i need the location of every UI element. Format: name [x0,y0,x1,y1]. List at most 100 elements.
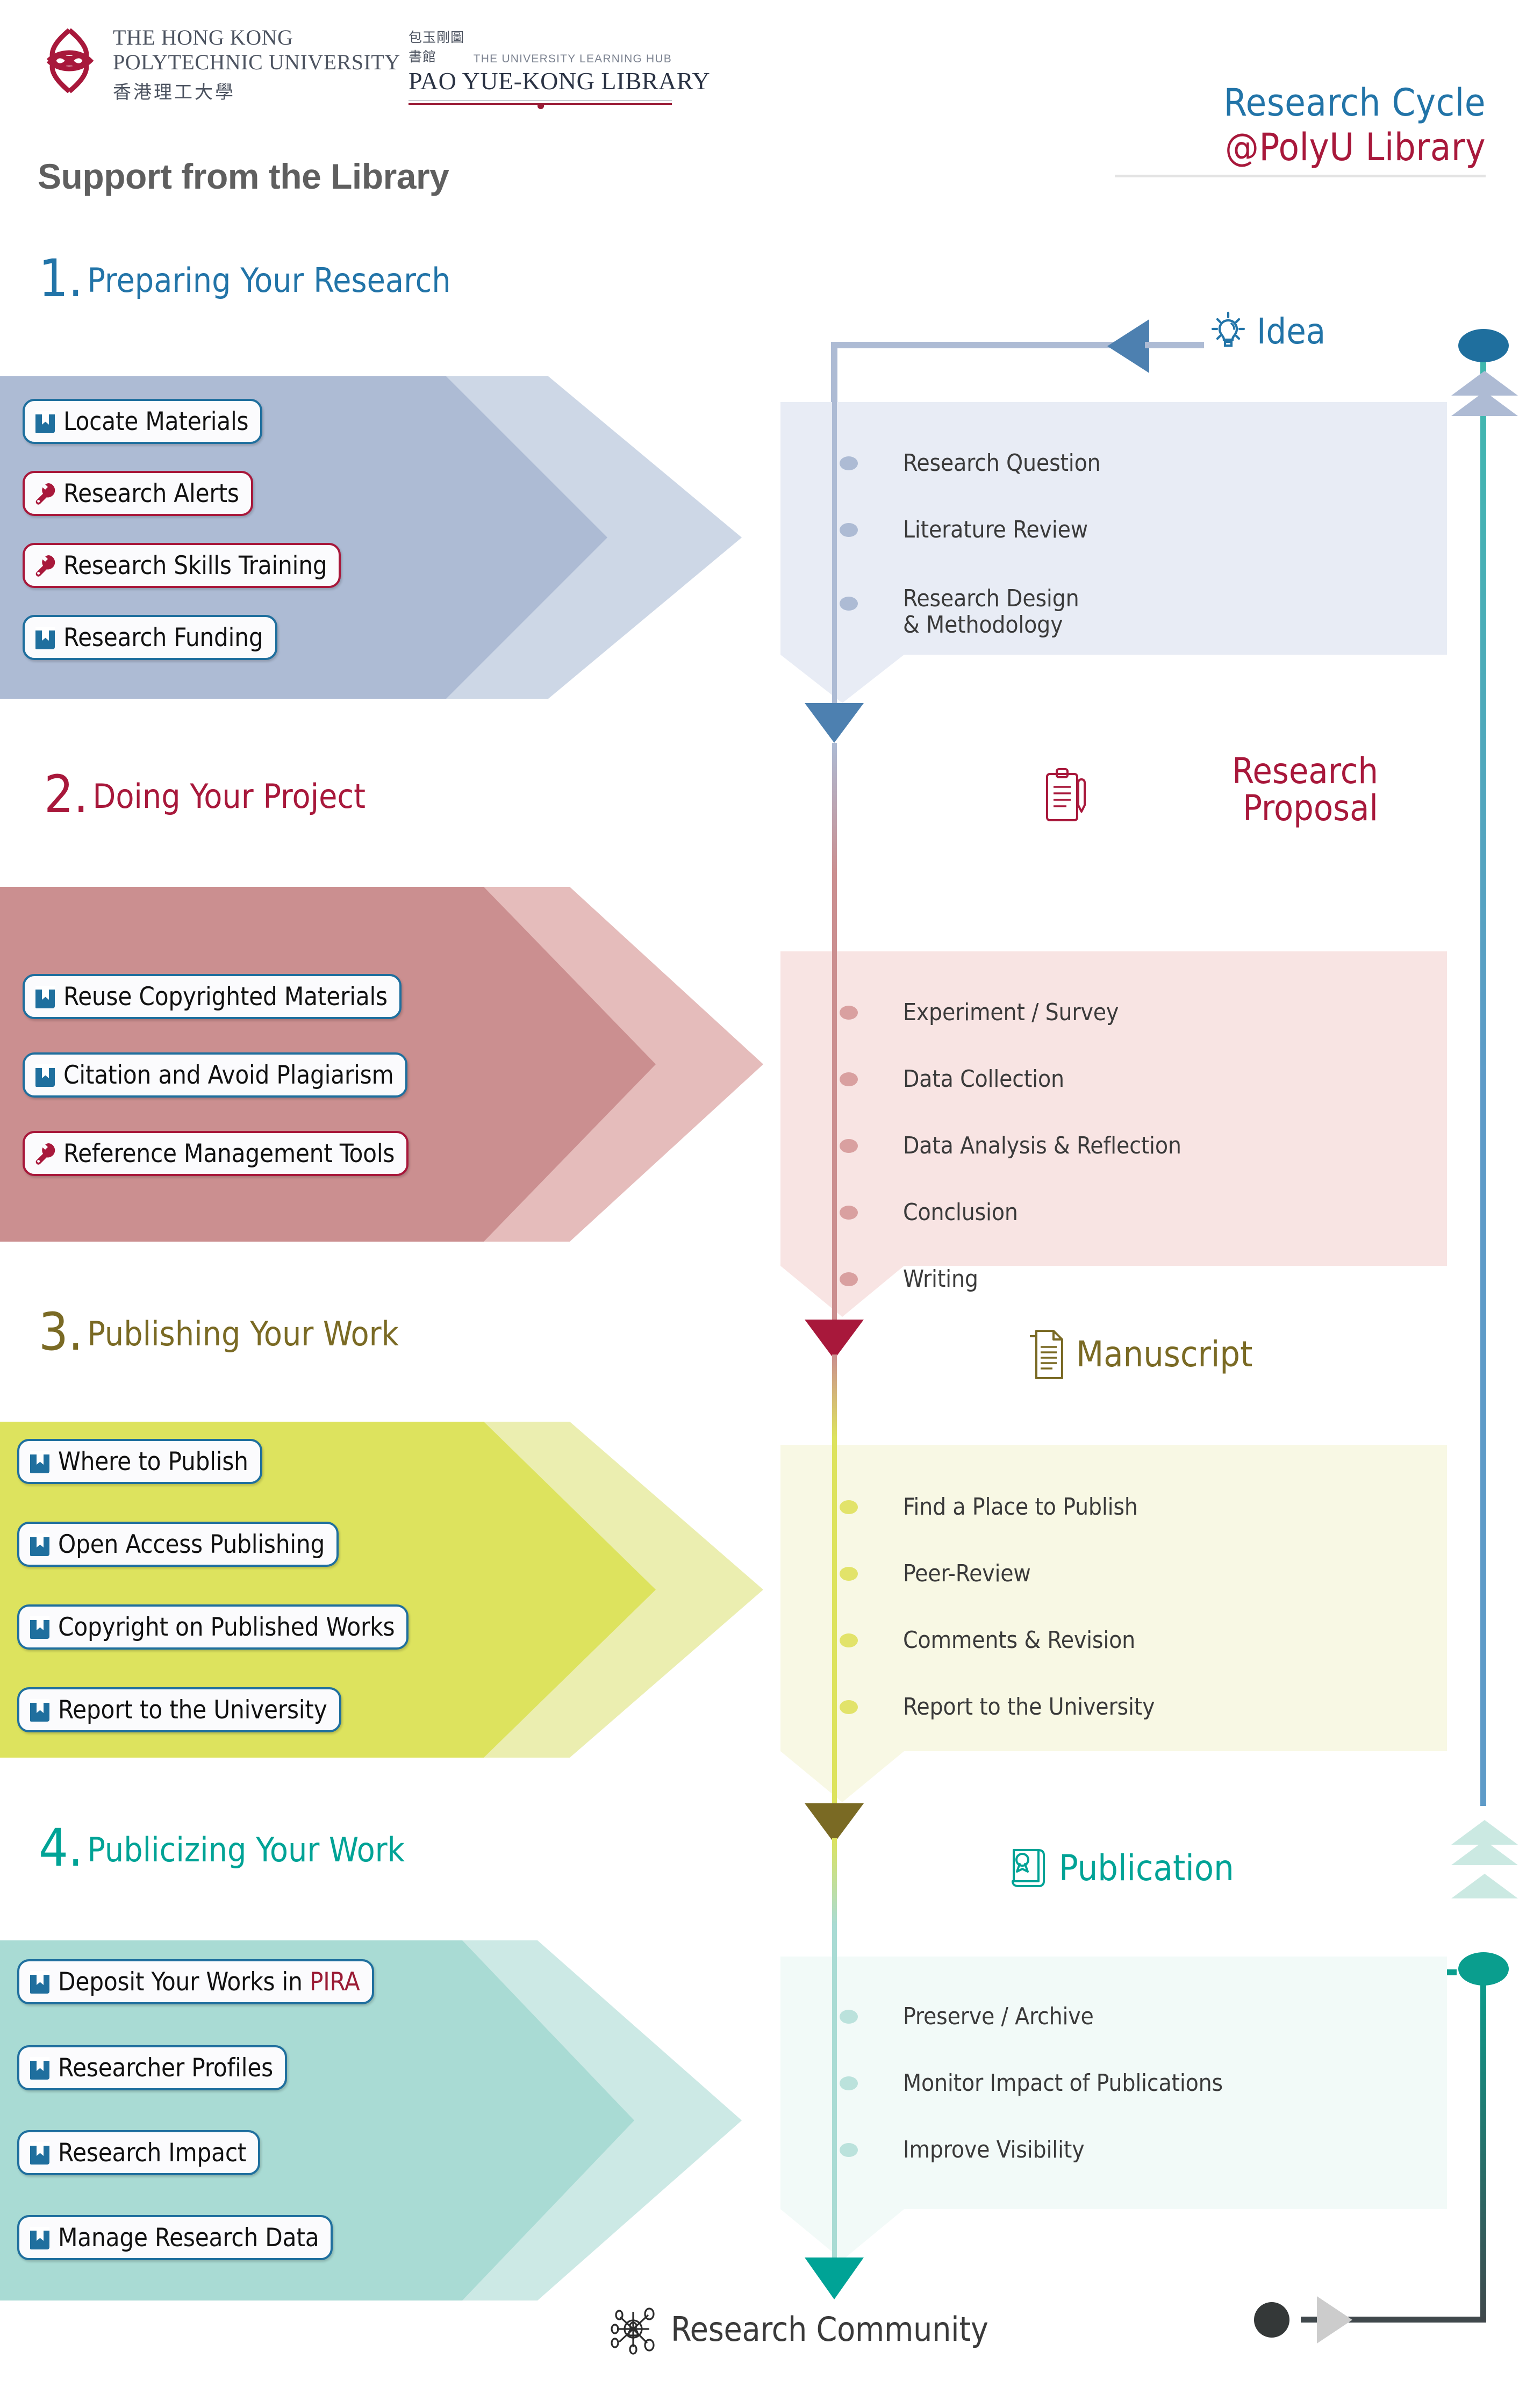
stage-panel-publication [780,1956,1447,2260]
resource-label: Researcher Profiles [58,2053,273,2083]
resource-label: Reuse Copyrighted Materials [63,981,388,1012]
idea-arrow-left-icon [1107,319,1149,373]
return-chevron-5-icon [1451,1874,1518,1898]
resource-button-manage-research-data[interactable]: Manage Research Data [17,2215,333,2260]
stage-title-publication: Publication [1059,1847,1234,1889]
bullet-dot [840,1500,858,1514]
section-heading-3: 3.Publishing Your Work [39,1306,399,1358]
resource-button-citation-and-avoid-plagiarism[interactable]: Citation and Avoid Plagiarism [23,1052,408,1098]
stage-item: Literature Review [903,516,1088,544]
resource-label: Report to the University [58,1695,327,1725]
polyu-logo-line3: 香港理工大學 [113,82,235,103]
bullet-dot [840,1206,858,1220]
cycle-title-rule [1115,175,1486,178]
bullet-dot [840,456,858,470]
open-book-rule-icon [409,98,672,109]
bullet-dot [840,1072,858,1086]
stage-item: Peer-Review [903,1560,1031,1588]
stage-item: Improve Visibility [903,2136,1085,2164]
spine-arrow-manuscript-down-icon [805,1803,864,1843]
resource-label: Open Access Publishing [58,1529,325,1559]
book-icon [28,1968,52,1995]
polyu-knot-icon [46,28,94,94]
resource-button-reuse-copyrighted-materials[interactable]: Reuse Copyrighted Materials [23,974,402,1019]
stage-items-idea: Research Question Literature Review Rese… [840,430,1101,660]
resource-button-research-alerts[interactable]: Research Alerts [23,471,253,516]
resource-button-reference-management-tools[interactable]: Reference Management Tools [23,1131,409,1176]
wrench-icon [33,552,57,579]
resource-button-deposit-your-works-in-pira[interactable]: Deposit Your Works in PIRA [17,1959,374,2004]
cycle-title-line1: Research Cycle [1223,81,1486,125]
community-text: Research Community [671,2309,988,2349]
research-community-label: Research Community [607,2303,988,2355]
cycle-title: Research Cycle @PolyU Library [1115,81,1486,178]
resource-button-locate-materials[interactable]: Locate Materials [23,399,263,444]
polyu-logo-line2: POLYTECHNIC UNIVERSITY [113,50,400,74]
stage-item: Conclusion [903,1199,1018,1227]
spine-arrow-proposal-down-icon [805,1320,864,1359]
section-heading-2: 2.Doing Your Project [44,769,366,820]
certificate-scroll-icon [1012,1849,1045,1887]
resource-label: Research Alerts [63,478,239,508]
resource-button-research-funding[interactable]: Research Funding [23,615,277,660]
resource-button-research-impact[interactable]: Research Impact [17,2130,261,2175]
bullet-dot [840,2010,858,2024]
stage-item: Data Analysis & Reflection [903,1132,1181,1160]
section-title-3: Publishing Your Work [87,1314,399,1353]
resource-button-researcher-profiles[interactable]: Researcher Profiles [17,2045,287,2090]
stage-item: Monitor Impact of Publications [903,2069,1223,2097]
library-logo-tagline: THE UNIVERSITY LEARNING HUB [473,53,672,65]
lightbulb-icon [1211,311,1245,347]
resource-label: Research Impact [58,2138,247,2168]
stage-header-manuscript: Manuscript [1026,1328,1252,1381]
resource-label: Citation and Avoid Plagiarism [63,1060,394,1090]
polyu-logo-line1: THE HONG KONG [113,25,293,49]
resource-label: Manage Research Data [58,2223,319,2253]
resource-button-research-skills-training[interactable]: Research Skills Training [23,543,341,588]
idea-node-dot [1458,329,1509,362]
spine-arrow-publication-down-icon [805,2258,864,2299]
resource-label: Locate Materials [63,406,249,436]
resource-label: Where to Publish [58,1446,248,1477]
stage-header-research-proposal: Research Proposal [1043,752,1378,827]
stage-item: Research Question [903,449,1101,477]
stage-item: Preserve / Archive [903,2003,1094,2031]
return-chevron-4-icon [1451,1840,1518,1865]
resource-label: Deposit Your Works in PIRA [58,1967,360,1997]
bullet-dot [840,1139,858,1153]
book-icon [28,2139,52,2166]
stage-item: Experiment / Survey [903,999,1119,1027]
return-line-bottom-horizontal [1301,2317,1486,2323]
spine-segment-idea [832,371,837,715]
resource-button-report-to-the-university[interactable]: Report to the University [17,1687,341,1732]
section-number-2: 2. [44,764,89,825]
resource-button-where-to-publish[interactable]: Where to Publish [17,1439,262,1484]
stage-item: Comments & Revision [903,1626,1136,1654]
pao-yue-kong-library-logo: 包玉剛圖書館 THE UNIVERSITY LEARNING HUB PAO Y… [409,27,710,109]
resource-button-copyright-on-published-works[interactable]: Copyright on Published Works [17,1604,409,1650]
pira-highlight: PIRA [309,1967,360,1997]
stage-title-idea: Idea [1257,311,1326,353]
document-icon [1030,1330,1063,1379]
clipboard-icon [1046,768,1086,821]
bullet-dot [840,1567,858,1581]
book-icon [28,1696,52,1723]
stage-title-research-proposal: Research Proposal [1232,750,1378,829]
spine-arrow-idea-down-icon [805,703,864,743]
resource-label: Reference Management Tools [63,1138,395,1169]
section-title-4: Publicizing Your Work [87,1830,405,1869]
bullet-dot [840,597,858,611]
stage-items-publication: Preserve / Archive Monitor Impact of Pub… [840,1983,1223,2183]
section-heading-4: 4.Publicizing Your Work [39,1822,405,1874]
polyu-university-logo: THE HONG KONG POLYTECHNIC UNIVERSITY 香港理… [38,26,400,103]
book-icon [28,1531,52,1558]
book-icon [33,408,57,435]
wrench-icon [33,480,57,507]
book-icon [28,2054,52,2081]
section-heading-1: 1.Preparing Your Research [39,253,451,304]
spine-segment-publication [832,1838,837,2274]
spine-segment-proposal [832,743,837,1334]
resource-button-open-access-publishing[interactable]: Open Access Publishing [17,1522,339,1567]
library-logo-name: PAO YUE-KONG LIBRARY [409,67,711,95]
network-nodes-icon [611,2307,655,2355]
